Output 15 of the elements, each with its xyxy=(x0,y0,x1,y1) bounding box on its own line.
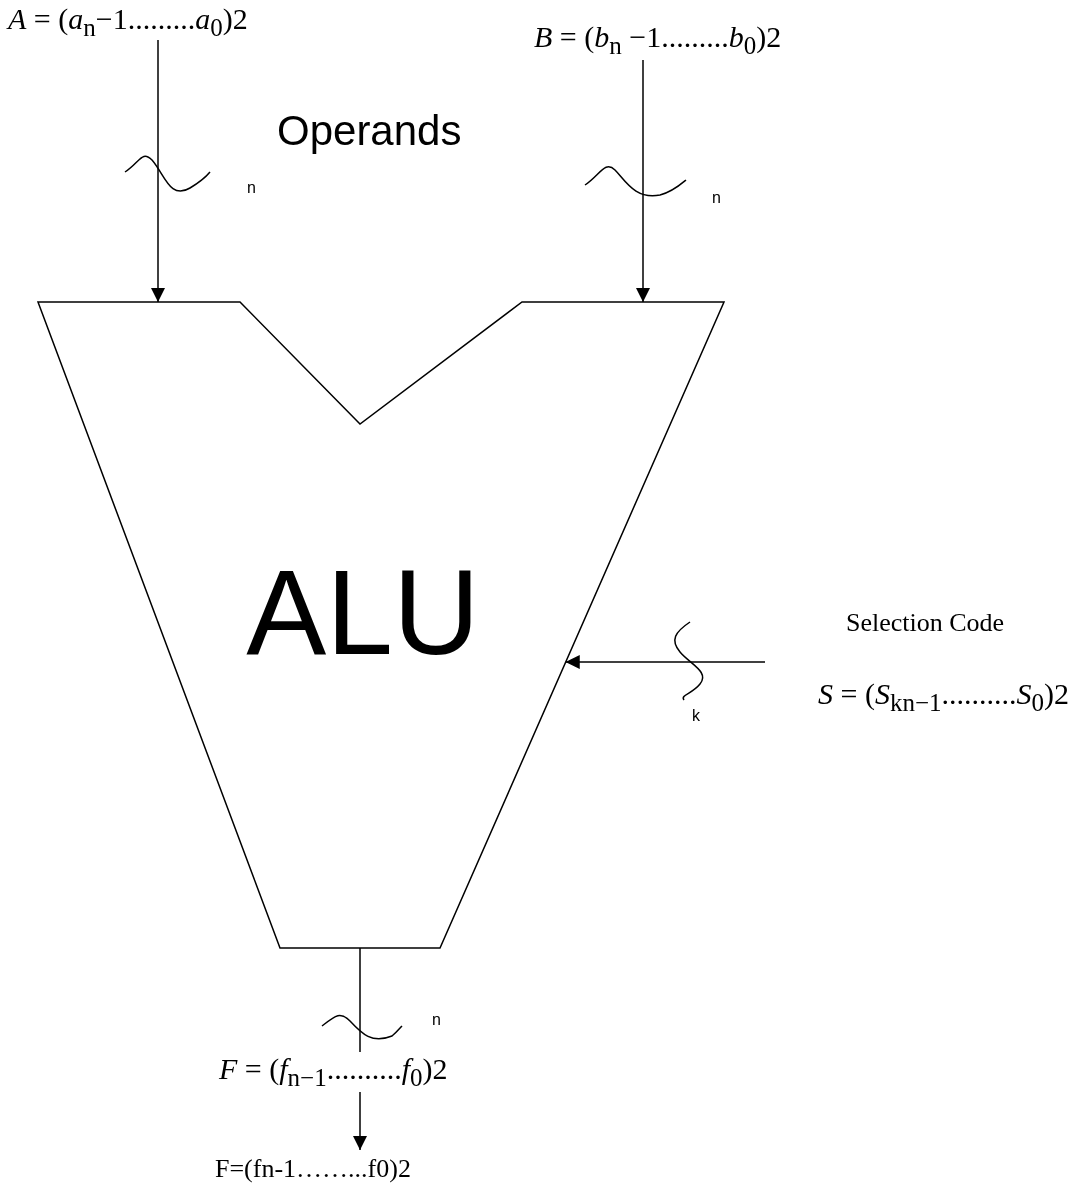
selection-code-formula: S = (S$_{kn−1}$..........S$_{0}$)2 xyxy=(818,679,1070,715)
bus-width-label: n xyxy=(712,190,721,206)
operand-a-formula: A = (a$_{n}$−1.........a$_{0}$)2 xyxy=(8,4,248,40)
alu-block xyxy=(38,302,724,948)
bus-width-label: k xyxy=(692,708,700,724)
bus-width-label: n xyxy=(247,180,256,196)
arrow xyxy=(151,39,165,303)
output-f-formula: F=(fn-1……...f0)2 xyxy=(215,1156,411,1182)
bus-width-label: n xyxy=(432,1012,441,1028)
operand-b-formula: B = (b$_{n}$ −1.........b$_{0}$)2 xyxy=(534,22,782,58)
operands-label: Operands xyxy=(277,110,462,152)
selection-code-title: Selection Code xyxy=(845,610,1005,636)
arrow xyxy=(636,59,650,303)
arrow xyxy=(565,655,766,669)
alu-label: ALU xyxy=(246,552,480,672)
